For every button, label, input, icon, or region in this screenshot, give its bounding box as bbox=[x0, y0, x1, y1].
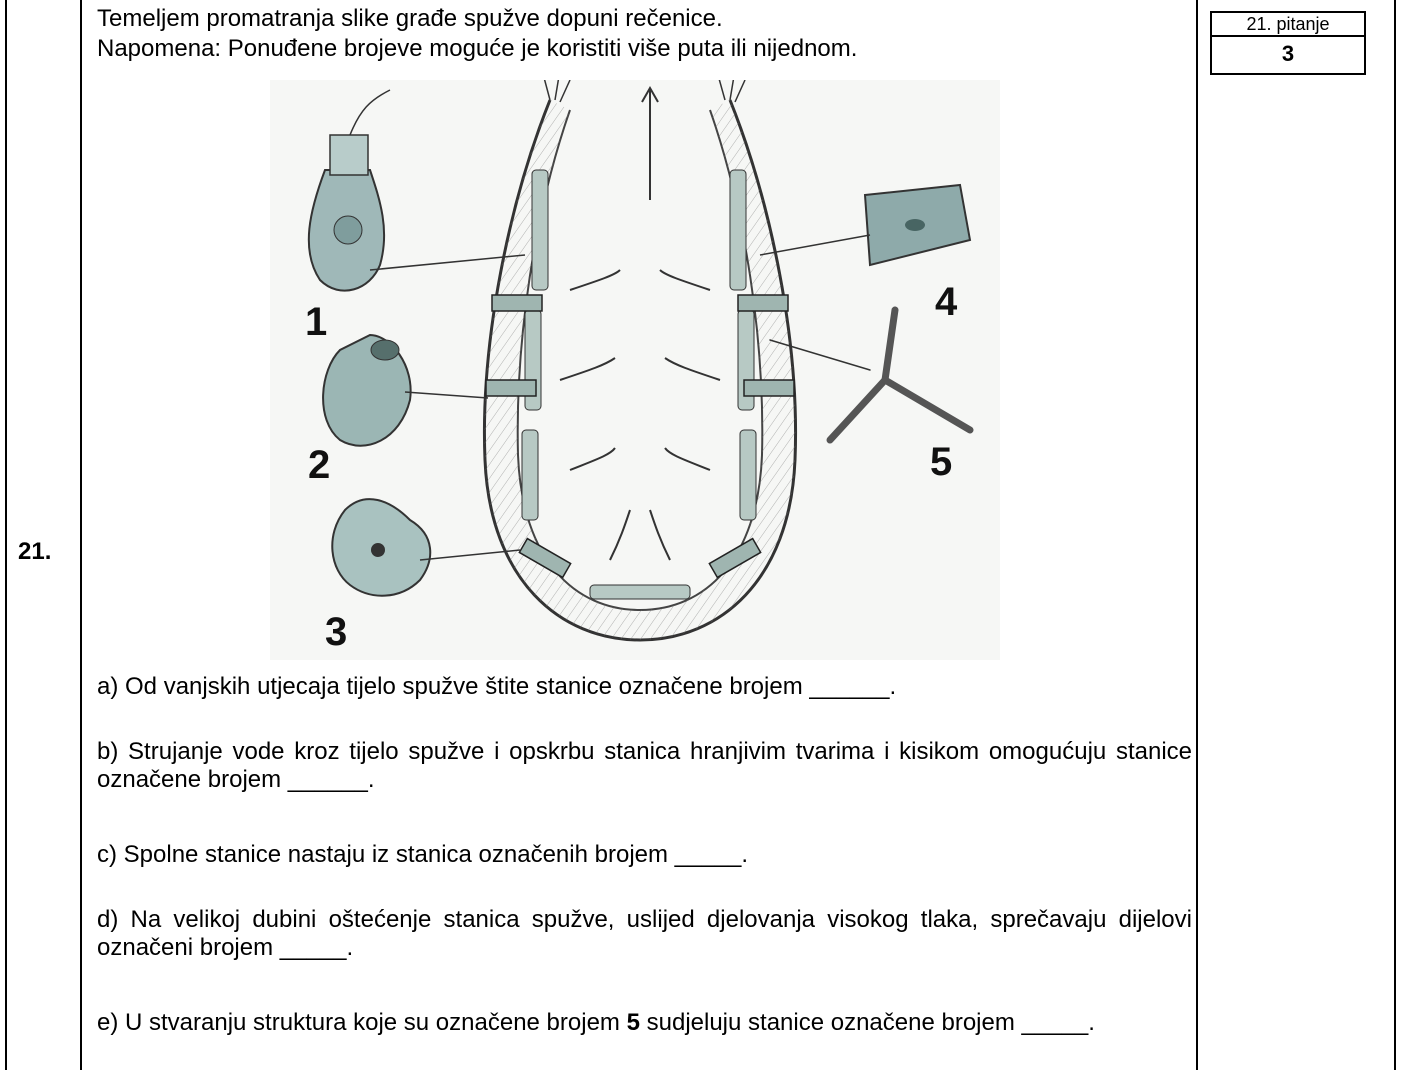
label-3: 3 bbox=[325, 610, 347, 654]
sponge-diagram: 1 2 3 4 5 bbox=[270, 80, 1000, 660]
item-d: d) Na velikoj dubini oštećenje stanica s… bbox=[97, 906, 1192, 962]
item-e-text-start: e) U stvaranju struktura koje su označen… bbox=[97, 1009, 627, 1036]
cell-2-porocyte bbox=[323, 335, 488, 446]
choanocyte-row bbox=[522, 170, 756, 599]
score-box-label: 21. pitanje bbox=[1212, 13, 1364, 37]
sponge-structure-figure: 1 2 3 4 5 bbox=[270, 80, 1000, 660]
label-1: 1 bbox=[305, 300, 327, 344]
intro-note: Napomena: Ponuđene brojeve moguće je kor… bbox=[97, 34, 1190, 64]
question-intro: Temeljem promatranja slike građe spužve … bbox=[97, 4, 1190, 64]
score-box: 21. pitanje 3 bbox=[1210, 11, 1366, 75]
label-4: 4 bbox=[935, 280, 958, 324]
table-border-right bbox=[1394, 0, 1396, 1070]
label-2: 2 bbox=[308, 443, 330, 487]
score-box-points: 3 bbox=[1212, 37, 1364, 71]
table-border-number-column bbox=[80, 0, 82, 1070]
item-e: e) U stvaranju struktura koje su označen… bbox=[97, 1009, 1192, 1037]
item-e-text-end: sudjeluju stanice označene brojem _____. bbox=[640, 1009, 1095, 1036]
item-e-bold-number: 5 bbox=[627, 1009, 640, 1036]
intro-instruction: Temeljem promatranja slike građe spužve … bbox=[97, 4, 1190, 34]
table-border-left bbox=[5, 0, 7, 1070]
item-b: b) Strujanje vode kroz tijelo spužve i o… bbox=[97, 738, 1192, 794]
cell-4-pinacocyte bbox=[760, 185, 970, 265]
label-5: 5 bbox=[930, 440, 952, 484]
structure-5-spicule bbox=[770, 310, 970, 440]
question-number: 21. bbox=[18, 538, 51, 566]
table-border-score-column bbox=[1196, 0, 1198, 1070]
item-a: a) Od vanjskih utjecaja tijelo spužve št… bbox=[97, 673, 1192, 701]
item-c: c) Spolne stanice nastaju iz stanica ozn… bbox=[97, 841, 1192, 869]
cell-1-choanocyte bbox=[309, 90, 525, 291]
water-flow-arrows bbox=[560, 88, 720, 560]
